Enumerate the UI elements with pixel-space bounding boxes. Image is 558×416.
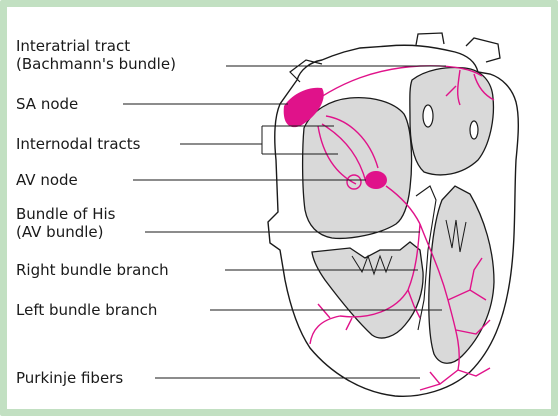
label-internodal-tracts: Internodal tracts bbox=[16, 135, 140, 153]
label-interatrial-line1: Interatrial tract bbox=[16, 37, 176, 55]
label-bundle-of-his-line1: Bundle of His bbox=[16, 205, 115, 223]
label-interatrial-line2: (Bachmann's bundle) bbox=[16, 55, 176, 73]
label-bundle-of-his: Bundle of His (AV bundle) bbox=[16, 205, 115, 241]
label-sa-node: SA node bbox=[16, 95, 78, 113]
label-purkinje-fibers: Purkinje fibers bbox=[16, 369, 123, 387]
label-bundle-of-his-line2: (AV bundle) bbox=[16, 223, 115, 241]
valve-ring-left bbox=[423, 105, 433, 127]
label-interatrial-tract: Interatrial tract (Bachmann's bundle) bbox=[16, 37, 176, 73]
label-left-bundle-branch: Left bundle branch bbox=[16, 301, 157, 319]
label-right-bundle-branch: Right bundle branch bbox=[16, 261, 169, 279]
valve-ring-right bbox=[470, 121, 478, 139]
pulmonary-vessel bbox=[466, 38, 500, 62]
aorta-vessel bbox=[416, 33, 444, 45]
right-atrium bbox=[303, 98, 412, 239]
label-av-node: AV node bbox=[16, 171, 78, 189]
av-node bbox=[365, 171, 387, 189]
